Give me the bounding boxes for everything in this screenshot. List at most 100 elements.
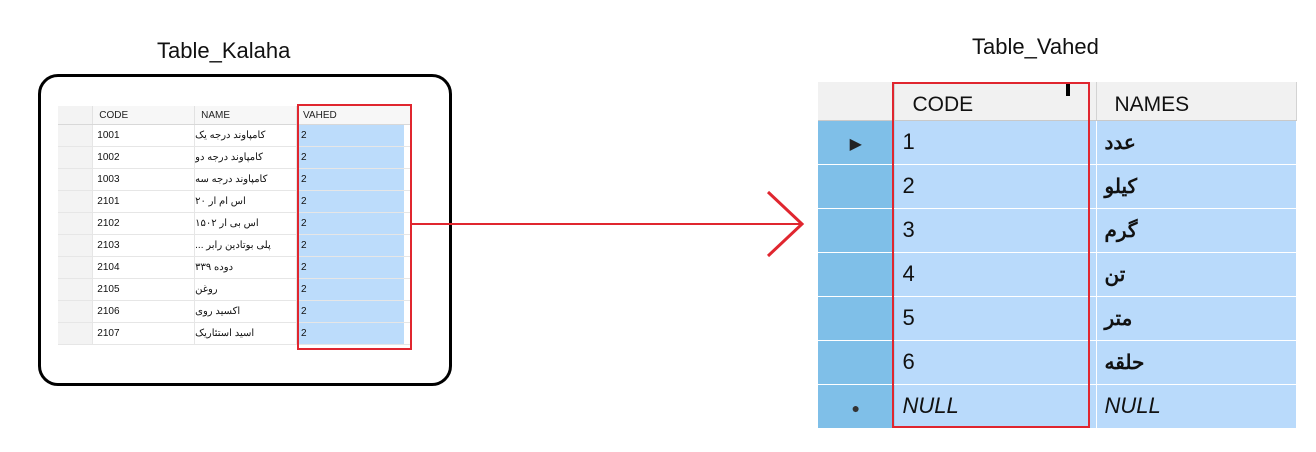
cell-name[interactable]: روغن xyxy=(194,278,297,301)
column-header-code[interactable]: CODE xyxy=(92,106,196,125)
cell-name[interactable]: اس بی ار ۱۵۰۲ xyxy=(194,212,297,235)
column-header-vahed[interactable]: VAHED xyxy=(296,106,404,125)
cell-tail xyxy=(403,300,410,323)
cell-vahed[interactable]: 2 xyxy=(296,190,404,213)
row-header[interactable] xyxy=(818,164,895,209)
cell-name[interactable]: کامپاوند درجه سه xyxy=(194,168,297,191)
text-cursor-icon xyxy=(1066,82,1070,96)
cell-name[interactable]: دوده ۳۳۹ xyxy=(194,256,297,279)
cell-code[interactable]: 5 xyxy=(894,296,1097,341)
row-header[interactable] xyxy=(818,252,895,297)
row-header-corner xyxy=(58,106,94,125)
row-header[interactable] xyxy=(58,146,94,169)
cell-vahed[interactable]: 2 xyxy=(296,212,404,235)
cell-vahed[interactable]: 2 xyxy=(296,146,404,169)
row-header[interactable] xyxy=(58,322,94,345)
cell-name[interactable]: پلی بوتادین رابر ... xyxy=(194,234,297,257)
column-header-tail xyxy=(403,106,410,125)
cell-vahed[interactable]: 2 xyxy=(296,256,404,279)
column-header-names[interactable]: NAMES xyxy=(1096,82,1297,121)
cell-tail xyxy=(403,168,410,191)
cell-tail xyxy=(403,190,410,213)
row-header[interactable] xyxy=(58,256,94,279)
cell-vahed[interactable]: 2 xyxy=(296,168,404,191)
cell-code[interactable]: 2104 xyxy=(92,256,196,279)
cell-names[interactable]: NULL xyxy=(1096,384,1297,429)
cell-tail xyxy=(403,146,410,169)
cell-code[interactable]: 2105 xyxy=(92,278,196,301)
table-vahed-title: Table_Vahed xyxy=(972,34,1099,59)
code-column-highlight xyxy=(892,82,1090,428)
cell-tail xyxy=(403,212,410,235)
cell-code[interactable]: NULL xyxy=(894,384,1097,429)
row-header[interactable]: ● xyxy=(818,384,895,429)
cell-name[interactable]: کامپاوند درجه یک xyxy=(194,124,297,147)
cell-names[interactable]: عدد xyxy=(1096,120,1297,165)
new-row-icon: ● xyxy=(851,400,860,416)
cell-names[interactable]: گرم xyxy=(1096,208,1297,253)
cell-code[interactable]: 4 xyxy=(894,252,1097,297)
table-kalaha-title: Table_Kalaha xyxy=(157,38,291,63)
cell-code[interactable]: 6 xyxy=(894,340,1097,385)
cell-code[interactable]: 2103 xyxy=(92,234,196,257)
relation-arrow-icon xyxy=(410,190,805,258)
cell-code[interactable]: 2107 xyxy=(92,322,196,345)
cell-code[interactable]: 1 xyxy=(894,120,1097,165)
cell-vahed[interactable]: 2 xyxy=(296,234,404,257)
cell-names[interactable]: حلقه xyxy=(1096,340,1297,385)
cell-code[interactable]: 2102 xyxy=(92,212,196,235)
row-header[interactable] xyxy=(58,212,94,235)
row-header[interactable] xyxy=(58,124,94,147)
row-header[interactable] xyxy=(818,340,895,385)
cell-name[interactable]: اس ام ار ۲۰ xyxy=(194,190,297,213)
row-header[interactable] xyxy=(818,296,895,341)
cell-code[interactable]: 1003 xyxy=(92,168,196,191)
cell-code[interactable]: 3 xyxy=(894,208,1097,253)
cell-code[interactable]: 2 xyxy=(894,164,1097,209)
cell-name[interactable]: کامپاوند درجه دو xyxy=(194,146,297,169)
cell-names[interactable]: متر xyxy=(1096,296,1297,341)
cell-name[interactable]: اکسید روی xyxy=(194,300,297,323)
row-header[interactable] xyxy=(58,278,94,301)
cell-code[interactable]: 1001 xyxy=(92,124,196,147)
row-header[interactable] xyxy=(58,300,94,323)
cell-vahed[interactable]: 2 xyxy=(296,124,404,147)
cell-code[interactable]: 1002 xyxy=(92,146,196,169)
cell-name[interactable]: اسید استئاریک xyxy=(194,322,297,345)
cell-names[interactable]: تن xyxy=(1096,252,1297,297)
cell-code[interactable]: 2101 xyxy=(92,190,196,213)
row-header[interactable] xyxy=(58,168,94,191)
cell-vahed[interactable]: 2 xyxy=(296,322,404,345)
row-header-corner xyxy=(818,82,895,121)
column-header-name[interactable]: NAME xyxy=(194,106,297,125)
cell-tail xyxy=(403,322,410,345)
row-header[interactable] xyxy=(58,190,94,213)
row-header[interactable]: ▶ xyxy=(818,120,895,165)
row-header[interactable] xyxy=(818,208,895,253)
cell-vahed[interactable]: 2 xyxy=(296,300,404,323)
cell-code[interactable]: 2106 xyxy=(92,300,196,323)
column-header-code[interactable]: CODE xyxy=(894,82,1097,121)
cell-names[interactable]: کیلو xyxy=(1096,164,1297,209)
cell-vahed[interactable]: 2 xyxy=(296,278,404,301)
row-header[interactable] xyxy=(58,234,94,257)
